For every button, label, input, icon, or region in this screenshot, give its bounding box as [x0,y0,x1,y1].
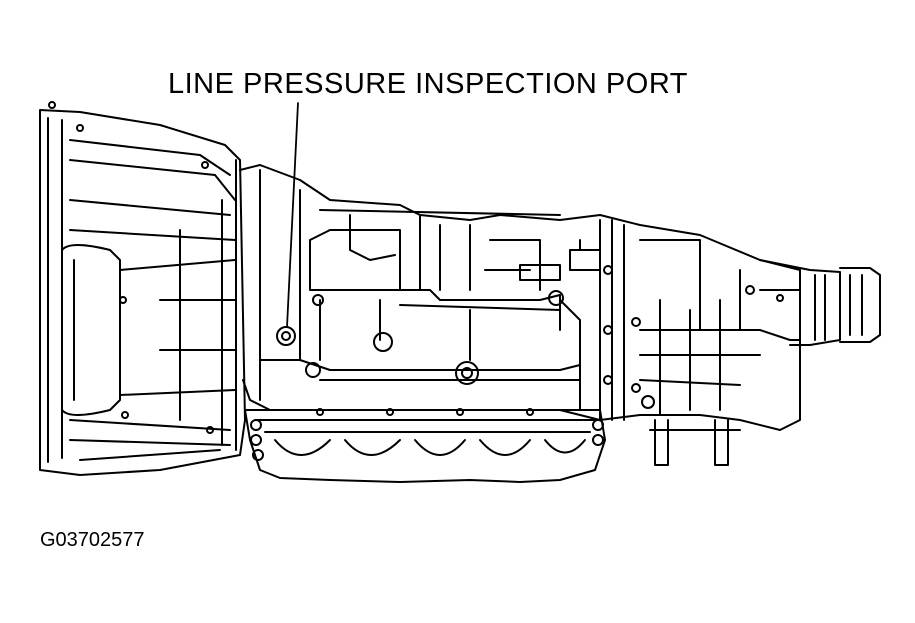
callout-label: LINE PRESSURE INSPECTION PORT [168,68,688,100]
mount-studs [650,420,740,465]
transmission-case [240,165,800,430]
line-pressure-port [277,327,295,345]
figure-id: G03702577 [40,529,145,551]
callout-leader-line [287,103,298,327]
bell-housing [40,102,245,475]
extension-housing [760,260,880,345]
oil-pan [245,409,605,482]
